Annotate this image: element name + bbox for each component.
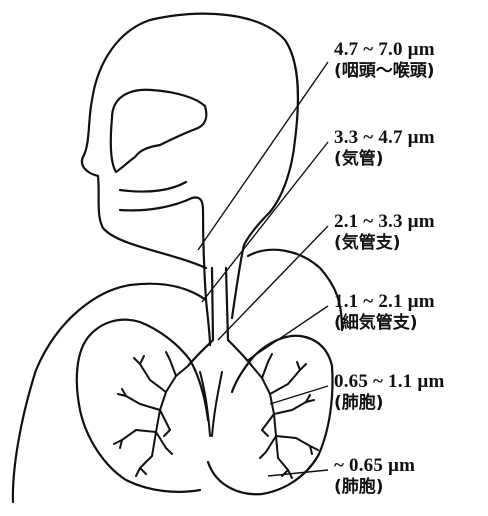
mouth-throat-passage [120,198,210,346]
tongue-line [120,182,186,192]
particle-size-text: 1.1 ~ 2.1 µm [334,292,435,312]
region-text: (気管支) [334,235,435,253]
region-text: (肺胞) [334,395,445,413]
region-text: (気管) [334,151,435,169]
bronchial-tree [114,352,318,478]
region-text: (肺胞) [334,479,415,497]
leader-line-trachea [202,142,328,302]
label-alveoli-1: 0.65 ~ 1.1 µm (肺胞) [334,372,445,413]
bronchiole-cluster-left [122,360,176,468]
bronchus-carina [200,372,222,436]
alveoli-right [260,354,318,478]
trachea-left [188,268,213,366]
particle-size-text: 2.1 ~ 3.3 µm [334,212,435,232]
bronchiole-cluster-right [262,362,310,470]
label-alveoli-2: ~ 0.65 µm (肺胞) [334,456,415,497]
label-trachea: 3.3 ~ 4.7 µm (気管) [334,128,435,169]
chest-outline [13,284,206,502]
leader-line-alveoli-2 [268,470,328,476]
region-text: (咽頭〜喉頭) [334,63,435,81]
region-text: (細気管支) [334,315,435,333]
leader-line-bronchi [218,226,328,340]
leader-line-pharynx-larynx [198,62,328,250]
label-bronchioles: 1.1 ~ 2.1 µm (細気管支) [334,292,435,333]
particle-size-text: 4.7 ~ 7.0 µm [334,40,435,60]
leader-line-bronchioles [248,306,328,360]
label-pharynx-larynx: 4.7 ~ 7.0 µm (咽頭〜喉頭) [334,40,435,81]
trachea-right [226,268,252,366]
nasal-cavity [111,90,207,172]
particle-size-text: ~ 0.65 µm [334,456,415,476]
chest-right-outline [248,250,342,330]
label-bronchi: 2.1 ~ 3.3 µm (気管支) [334,212,435,253]
particle-size-text: 0.65 ~ 1.1 µm [334,372,445,392]
bronchus-main-right [252,366,278,458]
particle-size-text: 3.3 ~ 4.7 µm [334,128,435,148]
bronchus-main-left [152,366,188,456]
